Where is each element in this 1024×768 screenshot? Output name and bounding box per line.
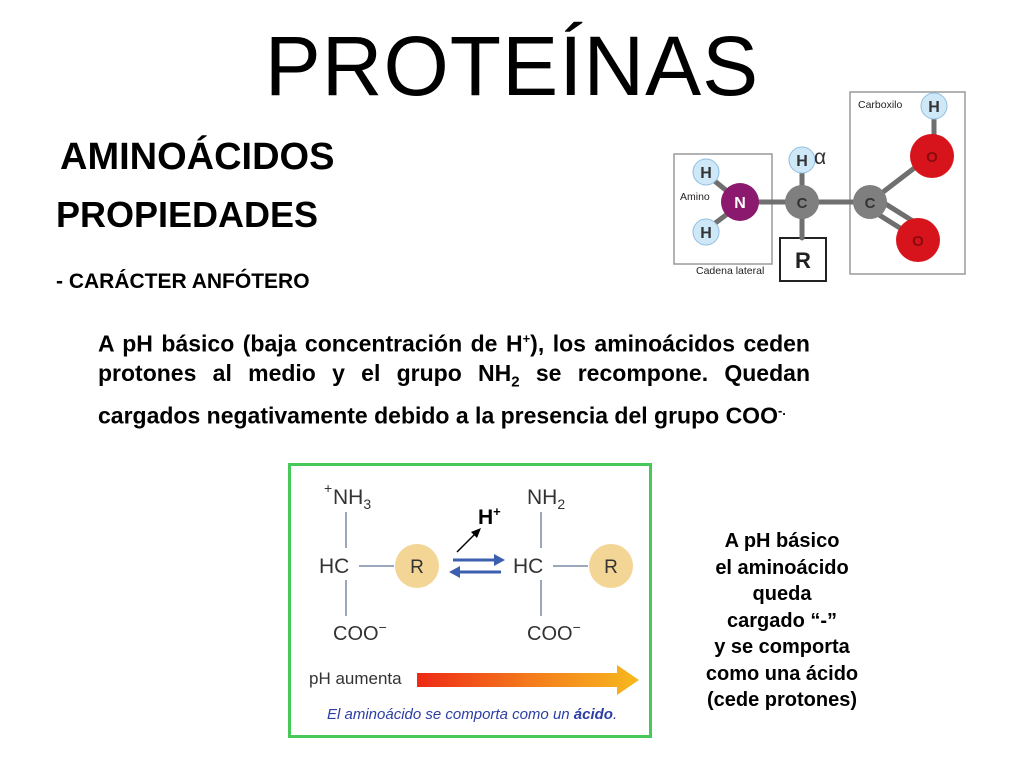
scheme-caption-word: ácido	[574, 706, 613, 723]
label-h-amino-top: H	[700, 165, 712, 182]
amino-acid-structure-diagram: H H H H α N C C O O R Carboxilo Amino Ca…	[673, 91, 966, 282]
proton-release-arrow	[456, 531, 478, 553]
proton-h: H	[478, 506, 493, 529]
para-part-3: se recompone. Quedan cargados negativame…	[98, 359, 810, 429]
label-alpha: α	[814, 146, 826, 169]
carboxyl-group-box	[849, 91, 966, 275]
side-note-line-2: el aminoácido	[715, 556, 849, 579]
side-note-line-6: como una ácido	[705, 662, 859, 685]
para-part-2: ), los aminoácidos ceden protones al med…	[98, 330, 810, 386]
reaction-scheme-panel: + NH3 HC R COO− H+ NH2 HC R COO− pH aume…	[288, 463, 652, 738]
forward-arrowhead	[494, 554, 505, 566]
subsection-heading: - CARÁCTER ANFÓTERO	[56, 270, 310, 293]
right-coo-minus: −	[573, 619, 581, 635]
subtitle: AMINOÁCIDOS	[60, 136, 335, 178]
label-h-amino-bottom: H	[700, 225, 712, 242]
para-sup-1: +	[522, 331, 531, 346]
right-nh2-label: NH2	[527, 486, 565, 512]
explanation-paragraph: A pH básico (baja concentración de H+), …	[98, 324, 810, 431]
ph-increase-arrow	[417, 665, 639, 695]
scheme-caption-post: .	[613, 706, 617, 723]
side-note-line-5: y se comporta	[714, 636, 850, 658]
right-nh2-text: NH	[527, 486, 557, 509]
label-o-top: O	[926, 149, 938, 166]
label-c-carboxyl: C	[865, 195, 876, 212]
left-nh3-label: NH3	[333, 486, 371, 512]
side-note-line-7: (cede protones)	[706, 689, 858, 711]
proton-release-arrowhead	[471, 528, 481, 538]
nitrogen-atom	[721, 183, 759, 221]
left-coo-label: COO−	[333, 619, 387, 645]
hydrogen-atom-amino-top	[692, 158, 720, 186]
scheme-caption-pre: El aminoácido se comporta como un	[327, 706, 574, 723]
para-part-1: A pH básico (baja concentración de H	[98, 330, 523, 357]
label-o-bottom: O	[912, 233, 924, 250]
carboxilo-label: Carboxilo	[858, 99, 903, 111]
oxygen-atom-bottom	[896, 218, 940, 262]
left-coo-text: COO	[333, 623, 379, 645]
hydrogen-atom-carboxyl	[920, 92, 948, 120]
proton-plus: +	[493, 504, 501, 519]
left-hc-label: HC	[319, 555, 349, 578]
amino-label: Amino	[680, 191, 710, 203]
hydrogen-atom-alpha	[788, 146, 816, 174]
left-nh3-subscript: 3	[363, 496, 371, 512]
right-hc-label: HC	[513, 555, 543, 578]
oxygen-atom-top	[910, 134, 954, 178]
backward-arrowhead	[449, 566, 460, 578]
right-nh2-subscript: 2	[557, 496, 565, 512]
left-plus-sign: +	[324, 480, 332, 496]
right-coo-label: COO−	[527, 619, 581, 645]
cadena-lateral-label: Cadena lateral	[696, 265, 764, 277]
scheme-caption: El aminoácido se comporta como un ácido.	[327, 706, 617, 723]
right-r-group	[589, 544, 633, 588]
left-nh3-text: NH	[333, 486, 363, 509]
side-note-line-1: A pH básico	[724, 530, 840, 552]
right-r-label: R	[604, 557, 618, 578]
label-c-alpha: C	[797, 195, 808, 212]
label-r: R	[795, 248, 811, 273]
right-coo-text: COO	[527, 623, 573, 645]
side-note-line-3: queda	[752, 583, 812, 605]
hydrogen-atom-amino-bottom	[692, 218, 720, 246]
reaction-scheme-svg: + NH3 HC R COO− H+ NH2 HC R COO− pH aume…	[309, 480, 639, 723]
side-note: A pH básico el aminoácido queda cargado …	[662, 528, 902, 714]
para-sup-2: -.	[777, 403, 786, 419]
proton-label: H+	[478, 504, 501, 529]
left-r-label: R	[410, 557, 424, 578]
label-n: N	[734, 195, 746, 212]
label-h-alpha: H	[796, 153, 808, 170]
ph-increase-label: pH aumenta	[309, 669, 402, 688]
amino-group-box	[673, 153, 773, 265]
carboxyl-carbon-atom	[853, 185, 887, 219]
section-heading: PROPIEDADES	[56, 194, 319, 235]
page-title: PROTEÍNAS	[264, 19, 760, 113]
left-r-group	[395, 544, 439, 588]
left-coo-minus: −	[379, 619, 387, 635]
para-sub-1: 2	[511, 373, 520, 391]
side-note-line-4: cargado “-”	[726, 609, 838, 632]
label-h-carboxyl: H	[928, 99, 940, 116]
alpha-carbon-atom	[785, 185, 819, 219]
